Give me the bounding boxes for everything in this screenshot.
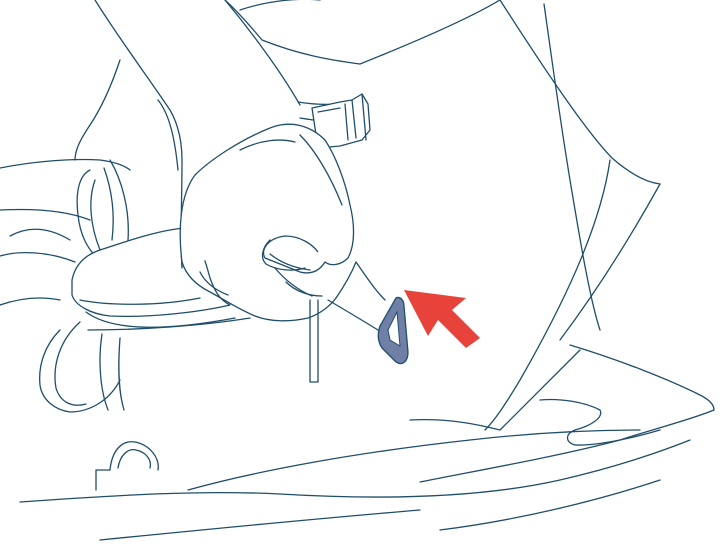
lower-anchor [96,442,158,490]
latch-plate-icon [378,297,408,363]
arrow-icon [404,290,480,348]
seat-cushion [20,345,714,540]
lap-strap [310,262,385,382]
